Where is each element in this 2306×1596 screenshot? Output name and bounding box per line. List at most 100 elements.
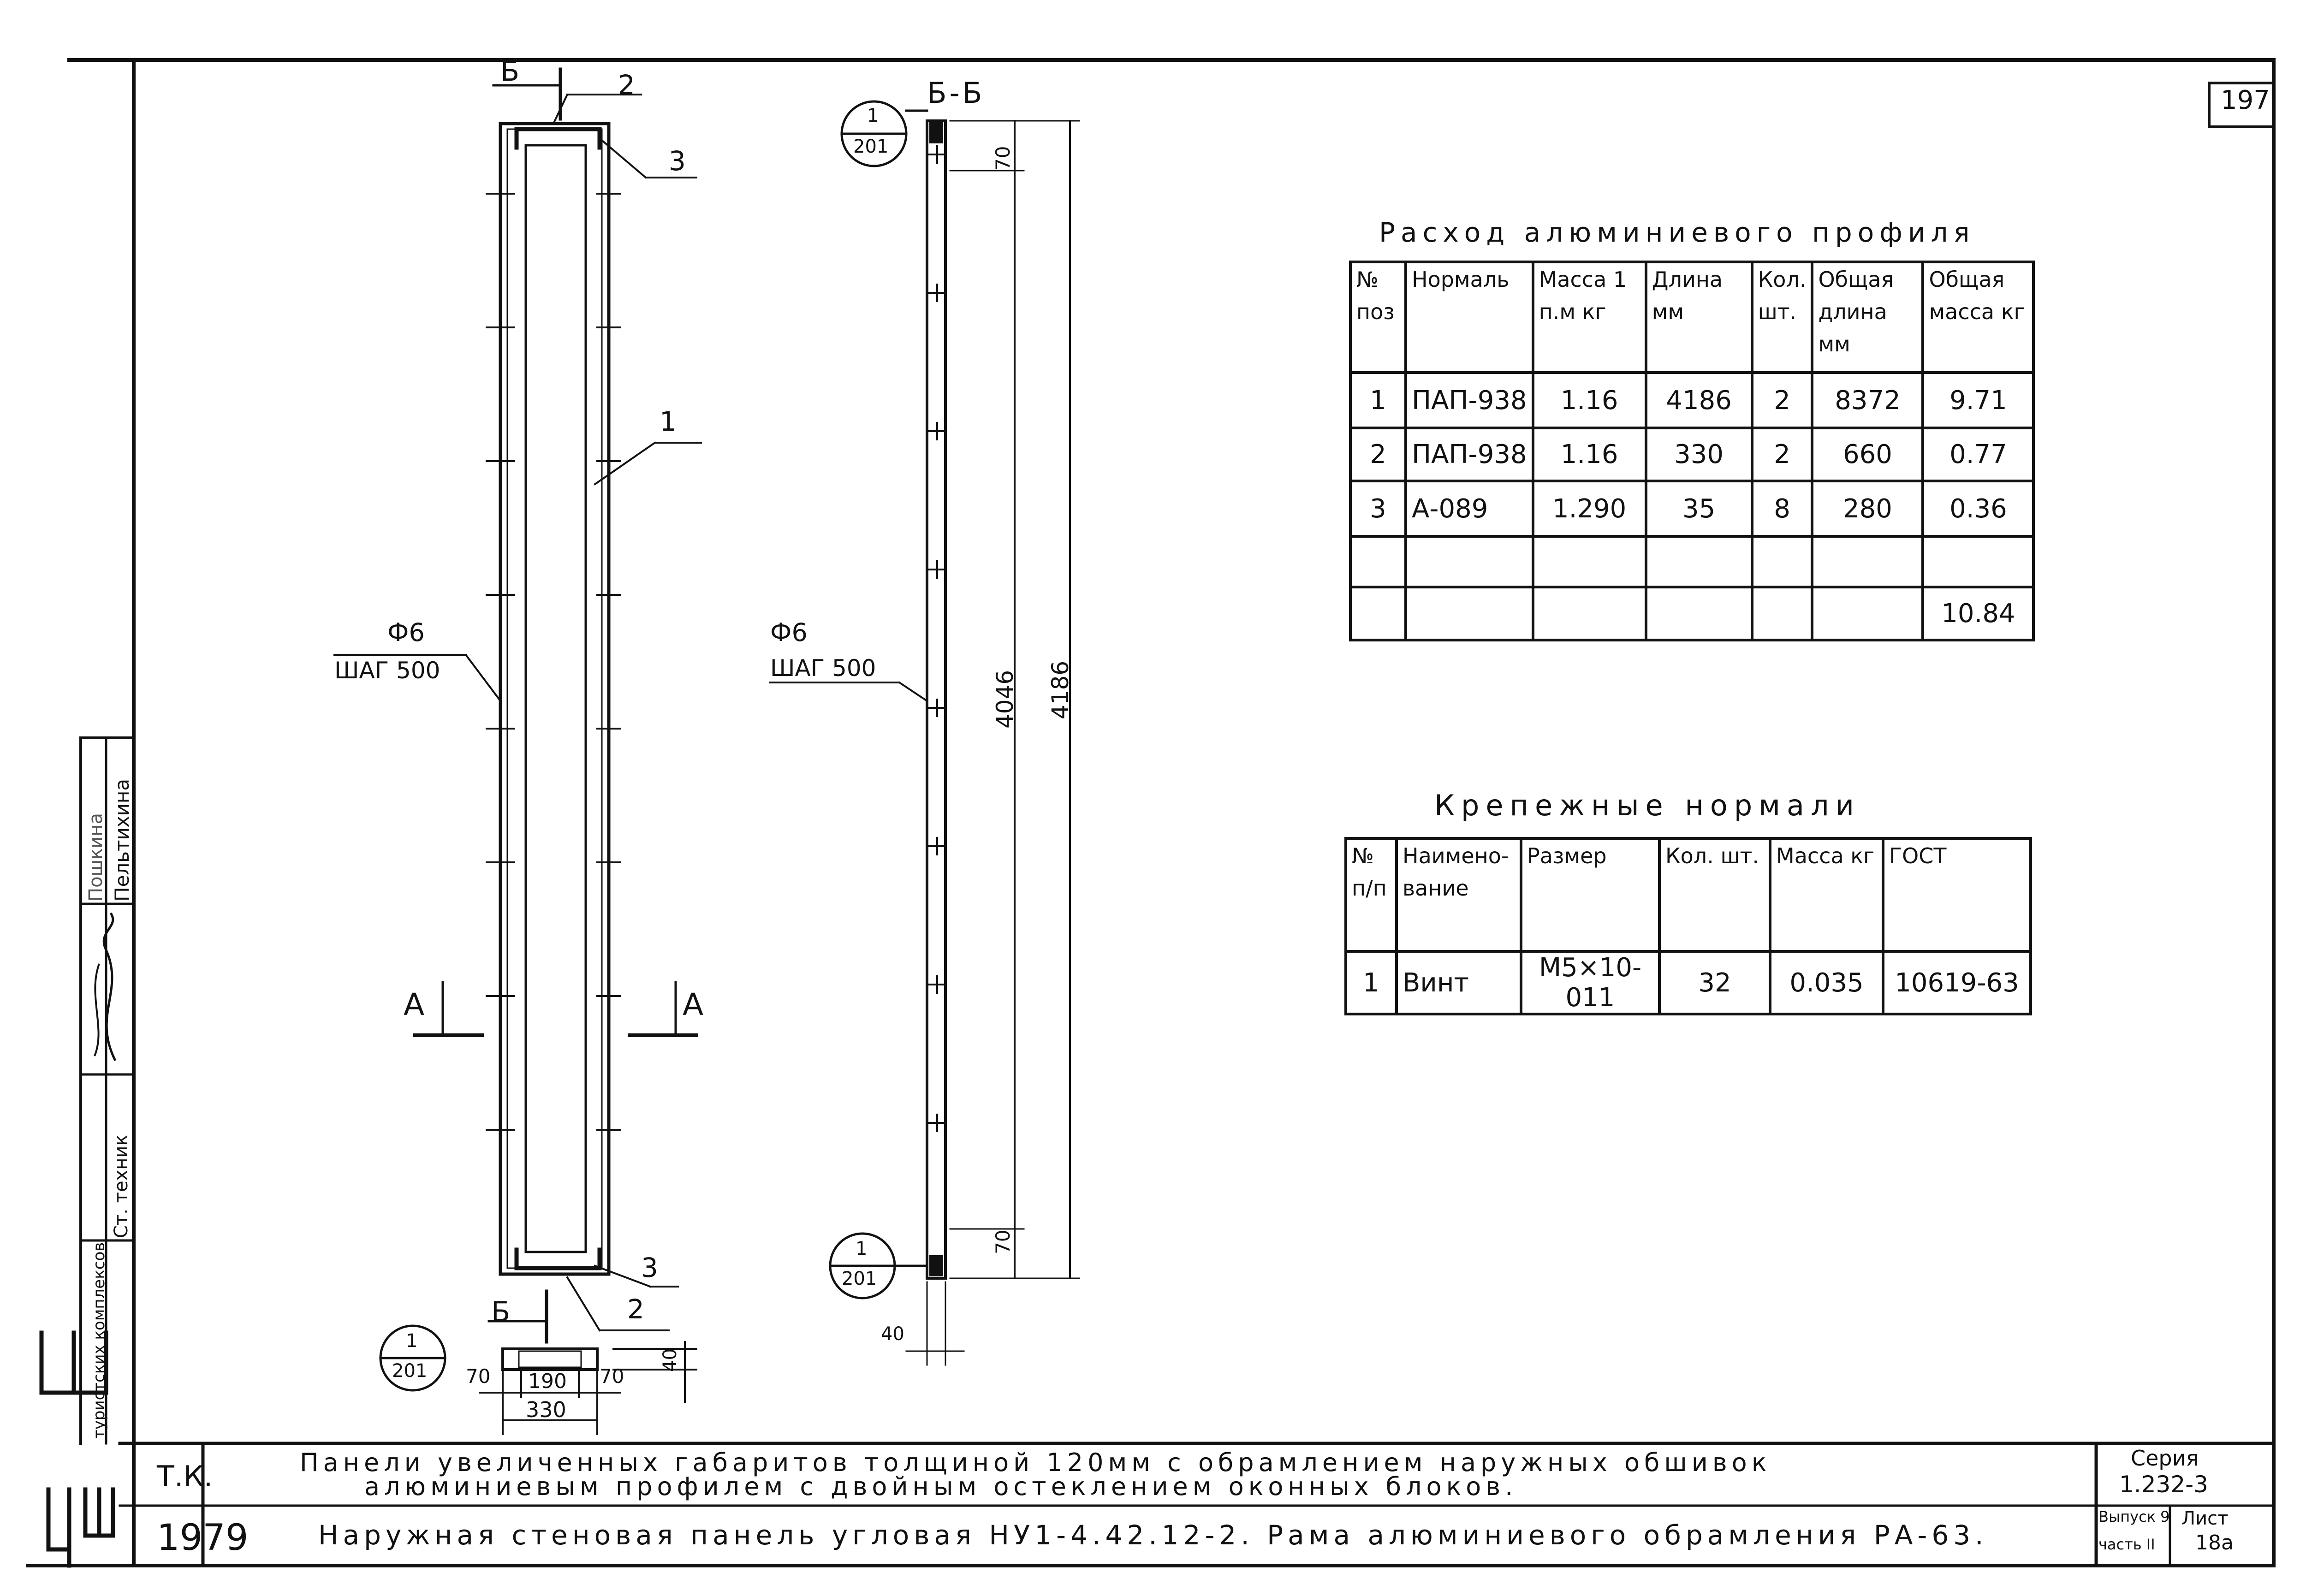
table-cell: 1 [1349, 371, 1407, 429]
table-cell: 10619-63 [1882, 950, 2032, 1015]
callout-mid-bottom-num: 1 [856, 1238, 868, 1259]
stamp-org-short: Т.К. [157, 1460, 213, 1493]
table-cell: 1.290 [1531, 480, 1647, 538]
table-cell [1531, 535, 1647, 588]
header-cell: Наимено-вание [1395, 837, 1522, 953]
page-number: 197 [2221, 85, 2270, 115]
table-cell: 1 [1344, 950, 1398, 1015]
table-cell: 0.36 [1921, 480, 2035, 538]
table-cell [1404, 535, 1534, 588]
table-cell [1644, 535, 1753, 588]
stamp-title-line3: Наружная стеновая панель угловая НУ1-4.4… [318, 1519, 1988, 1551]
header-cell: Общая длина мм [1811, 261, 1925, 374]
header-cell: Нормаль [1404, 261, 1534, 374]
fastener-table-title: Крепежные нормали [1434, 789, 1860, 822]
position-2-bottom: 2 [627, 1293, 644, 1325]
callout-top-left-den: 201 [853, 136, 889, 157]
section-mark-b-top: Б [500, 55, 520, 88]
table-cell: 35 [1644, 480, 1753, 538]
table-cell [1349, 586, 1407, 641]
header-cell: Кол. шт. [1658, 837, 1771, 953]
header-cell: № п/п [1344, 837, 1398, 953]
table-cell: Винт [1395, 950, 1522, 1015]
table-cell: 1.16 [1531, 371, 1647, 429]
table-cell: ПАП-938 [1404, 427, 1534, 482]
fastener-table-header: № п/п Наимено-вание Размер Кол. шт. Масс… [1344, 837, 2032, 953]
table-cell: 2 [1750, 371, 1814, 429]
position-3-bottom: 3 [641, 1252, 658, 1283]
table-cell: 2 [1349, 427, 1407, 482]
dim-40-side: 40 [881, 1323, 904, 1345]
table-cell: 9.71 [1921, 371, 2035, 429]
dim-330: 330 [526, 1397, 566, 1422]
header-cell: № поз [1349, 261, 1407, 374]
header-cell: Общая масса кг [1921, 261, 2035, 374]
dim-70-right: 70 [600, 1365, 624, 1388]
rod-right-diameter: Ф6 [770, 618, 808, 647]
callout-mid-bottom-den: 201 [842, 1268, 877, 1289]
header-cell: Длина мм [1644, 261, 1753, 374]
table-cell: ПАП-938 [1404, 371, 1534, 429]
table-cell [1811, 535, 1925, 588]
header-cell: ГОСТ [1882, 837, 2032, 953]
header-cell: Размер [1520, 837, 1661, 953]
position-1: 1 [660, 406, 677, 437]
table-cell: 660 [1811, 427, 1925, 482]
callout-bottom-left-den: 201 [392, 1360, 428, 1382]
table-row: 10.84 [1349, 586, 2035, 641]
stamp-part-label: часть II [2098, 1536, 2155, 1553]
callout-bottom-left-num: 1 [406, 1330, 418, 1352]
table-cell [1404, 586, 1534, 641]
dim-190: 190 [528, 1370, 567, 1393]
table-cell [1921, 535, 2035, 588]
profile-table-title: Расход алюминиевого профиля [1379, 217, 1975, 248]
table-cell: 0.035 [1769, 950, 1884, 1015]
stamp-sheet-label: Лист [2181, 1508, 2229, 1529]
table-row [1349, 535, 2035, 588]
table-cell: 0.77 [1921, 427, 2035, 482]
table-cell: 280 [1811, 480, 1925, 538]
table-cell: 8 [1750, 480, 1814, 538]
table-cell: 8372 [1811, 371, 1925, 429]
profile-table-header: № поз Нормаль Масса 1 п.м кг Длина мм Ко… [1349, 261, 2035, 374]
stamp-series-label: Серия [2131, 1446, 2199, 1471]
table-cell [1750, 535, 1814, 588]
table-cell: 4186 [1644, 371, 1753, 429]
table-cell [1349, 535, 1407, 588]
stamp-issue-label: Выпуск 9 [2098, 1508, 2170, 1525]
section-mark-a-right: А [683, 987, 704, 1022]
table-cell: А-089 [1404, 480, 1534, 538]
profile-table: № поз Нормаль Масса 1 п.м кг Длина мм Ко… [1349, 261, 2035, 641]
position-3-top: 3 [669, 145, 686, 177]
rod-left-step: ШАГ 500 [334, 657, 440, 684]
table-cell: 3 [1349, 480, 1407, 538]
table-cell: 32 [1658, 950, 1771, 1015]
rod-left-diameter: Ф6 [387, 618, 425, 647]
table-cell: 10.84 [1921, 586, 2035, 641]
table-cell [1644, 586, 1753, 641]
stamp-series-value: 1.232-3 [2119, 1471, 2208, 1498]
rod-right-step: ШАГ 500 [770, 655, 876, 682]
dim-70-left: 70 [466, 1365, 491, 1388]
stamp-title-line2: алюминиевым профилем с двойным остеклени… [364, 1472, 1518, 1501]
table-cell: 2 [1750, 427, 1814, 482]
callout-top-left-num: 1 [867, 105, 879, 126]
position-2-top: 2 [618, 69, 635, 101]
table-cell [1531, 586, 1647, 641]
section-mark-b-bottom: Б [491, 1296, 511, 1328]
section-mark-a-left: А [404, 987, 425, 1022]
fastener-table: № п/п Наимено-вание Размер Кол. шт. Масс… [1344, 837, 2032, 1015]
stamp-title-line1: Панели увеличенных габаритов толщиной 12… [300, 1448, 1771, 1477]
stamp-sheet-value: 18а [2195, 1531, 2234, 1554]
header-cell: Кол. шт. [1750, 261, 1814, 374]
table-cell: 330 [1644, 427, 1753, 482]
table-cell [1811, 586, 1925, 641]
table-cell [1750, 586, 1814, 641]
table-cell: 1.16 [1531, 427, 1647, 482]
header-cell: Масса 1 п.м кг [1531, 261, 1647, 374]
